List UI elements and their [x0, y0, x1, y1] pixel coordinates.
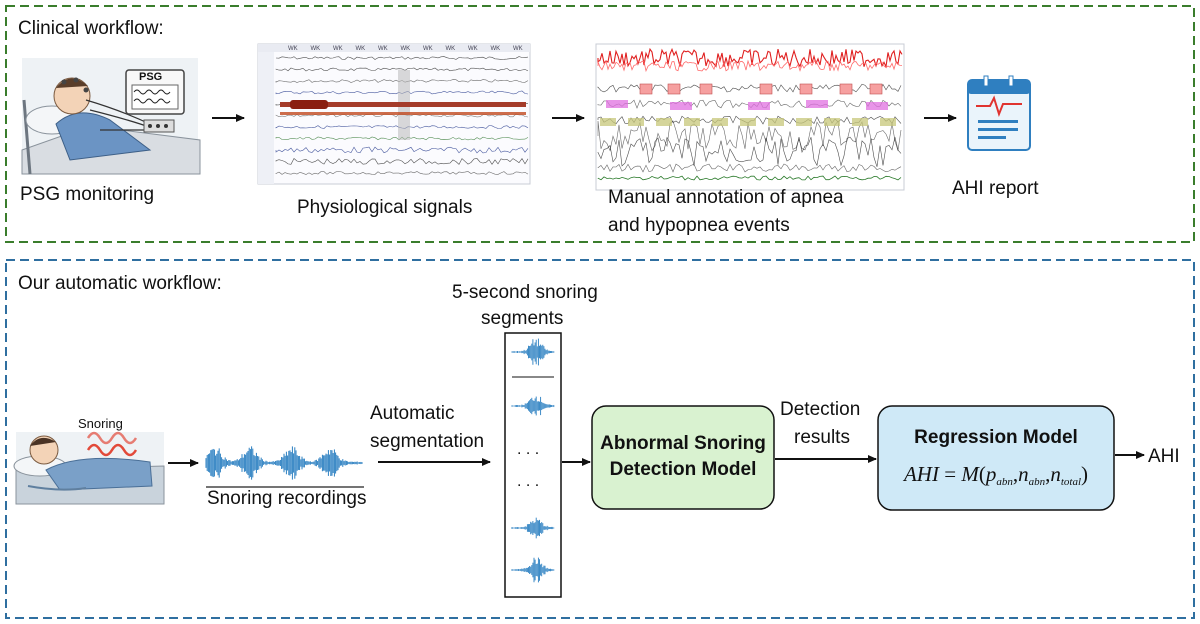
snoring-person-illustration — [13, 431, 165, 505]
signal-tick-label: WK — [468, 46, 478, 52]
segmentation-label-line1: Automatic — [370, 403, 454, 424]
segments-ellipsis-1: . . . — [517, 441, 539, 458]
physiological-signals-image: WK WK WK WK WK WK WK WK WK WK WK — [257, 43, 531, 185]
detection-model-box — [591, 405, 775, 510]
signal-tick-label: WK — [401, 46, 411, 52]
annotation-event-marks — [600, 83, 896, 126]
detection-results-line1: Detection — [780, 399, 860, 420]
annotation-red-trace — [597, 47, 903, 73]
signal-tick-label: WK — [491, 46, 501, 52]
automatic-panel — [5, 259, 1195, 619]
detection-model-line2: Detection Model — [610, 459, 757, 480]
signal-tick-label: WK — [378, 46, 388, 52]
recordings-label: Snoring recordings — [207, 488, 366, 509]
signal-tick-label: WK — [356, 46, 366, 52]
step-physiological-signals: Physiological signals — [297, 197, 472, 218]
segmentation-label-line2: segmentation — [370, 431, 484, 452]
snoring-label: Snoring — [78, 416, 123, 431]
segments-label-line2: segments — [481, 308, 563, 329]
detection-model-line1: Abnormal Snoring — [600, 433, 766, 454]
psg-badge: PSG — [139, 71, 162, 83]
snoring-recording-waveform — [205, 446, 363, 480]
detection-results-line2: results — [794, 427, 850, 448]
step-ahi-report: AHI report — [952, 178, 1039, 199]
signal-tick-label: WK — [423, 46, 433, 52]
psg-patient-illustration: PSG — [21, 58, 201, 175]
automatic-title: Our automatic workflow: — [18, 273, 222, 294]
segment-waveforms — [511, 338, 555, 583]
segments-box — [504, 332, 562, 598]
output-ahi: AHI — [1148, 446, 1180, 467]
step-annotation-line1: Manual annotation of apnea — [608, 187, 844, 208]
signal-tick-label: WK — [446, 46, 456, 52]
signal-tick-label: WK — [513, 46, 523, 52]
regression-formula: AHI = M(pabn,nabn,ntotal) — [902, 462, 1088, 488]
segments-ellipsis-2: . . . — [517, 473, 539, 490]
regression-model-box — [877, 405, 1115, 511]
signal-ticks: WK WK WK WK WK WK WK WK WK WK WK — [288, 46, 523, 52]
report-icon — [967, 75, 1031, 151]
signal-tick-label: WK — [333, 46, 343, 52]
signal-tick-label: WK — [288, 46, 298, 52]
clinical-panel — [5, 5, 1195, 243]
regression-model-title: Regression Model — [914, 427, 1078, 448]
step-psg-monitoring: PSG monitoring — [20, 184, 154, 205]
step-annotation-line2: and hypopnea events — [608, 215, 790, 236]
clinical-title: Clinical workflow: — [18, 18, 164, 39]
signal-tick-label: WK — [311, 46, 321, 52]
annotation-image — [595, 43, 905, 191]
segments-label-line1: 5-second snoring — [452, 282, 598, 303]
